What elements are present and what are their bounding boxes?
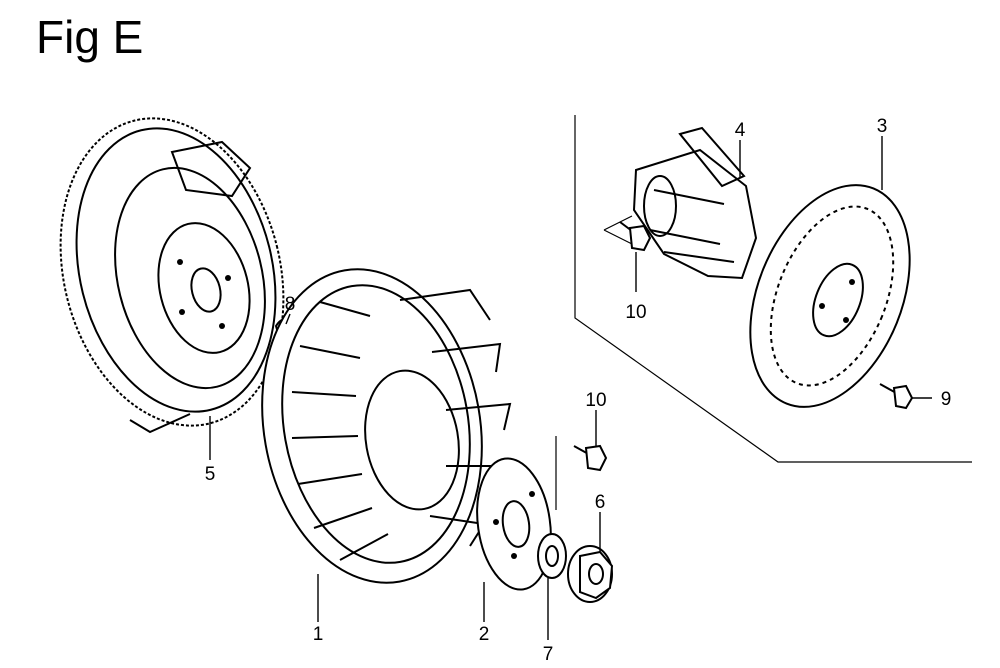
callout-2: 2	[479, 624, 490, 645]
flywheel-part	[59, 117, 285, 434]
flange-nut-part	[567, 545, 614, 603]
bolt-part-lower	[573, 444, 608, 472]
callout-8: 8	[285, 294, 296, 315]
bolt-part-upper	[619, 221, 652, 252]
callout-9: 9	[941, 389, 952, 410]
callout-7: 7	[543, 644, 554, 665]
inset-boundary	[574, 115, 972, 463]
callout-labels: 1 2 3 4 5 6 7 8 9 10 10	[205, 116, 952, 665]
starter-disc-part	[749, 184, 911, 408]
screw-part	[879, 383, 914, 410]
leader-lines	[209, 136, 932, 640]
callout-10-upper: 10	[625, 302, 646, 323]
washer-part	[537, 533, 567, 579]
figure-title: Fig E	[36, 11, 144, 63]
callout-4: 4	[735, 120, 746, 141]
callout-1: 1	[313, 624, 324, 645]
starter-pulley-part	[603, 126, 758, 280]
callout-5: 5	[205, 464, 216, 485]
fan-plate-part	[476, 457, 552, 591]
callout-10-lower: 10	[585, 390, 606, 411]
callout-3: 3	[877, 116, 888, 137]
cooling-fan-part	[261, 268, 512, 584]
callout-6: 6	[595, 492, 606, 513]
